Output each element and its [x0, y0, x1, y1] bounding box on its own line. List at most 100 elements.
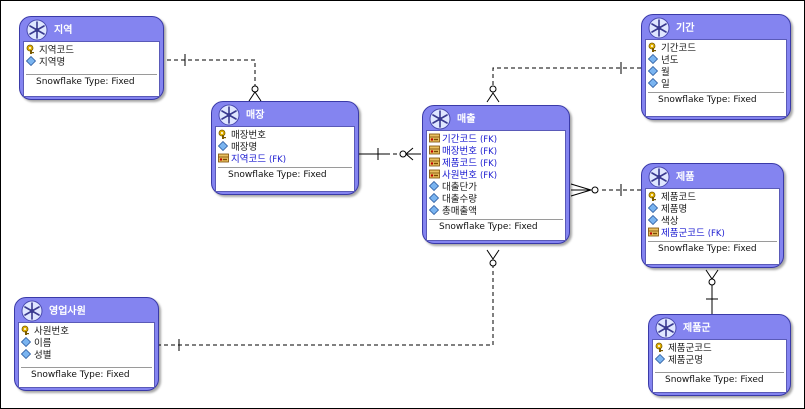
diamond-icon: [655, 354, 666, 364]
divider: [648, 241, 777, 242]
attribute-name: 사원번호: [442, 170, 477, 181]
attribute-name: 성별: [34, 350, 52, 361]
attribute-name: 사원번호: [34, 326, 69, 337]
attribute-name: 지역명: [39, 57, 66, 68]
fk-label: (FK): [479, 171, 498, 181]
attribute-row[interactable]: 일: [648, 78, 786, 90]
attribute-name: 기간코드: [661, 43, 696, 54]
relationship-salesperson-sales[interactable]: [157, 266, 494, 346]
relationship-region-store-many-mark: [248, 91, 262, 102]
entity-footer: Snowflake Type: Fixed: [439, 222, 538, 232]
divider: [655, 372, 784, 373]
attribute-name: 기간코드: [442, 134, 477, 145]
attribute-name: 매장명: [231, 142, 258, 153]
attribute-row[interactable]: 매장번호(FK): [429, 145, 565, 157]
attribute-row[interactable]: 기간코드(FK): [429, 133, 565, 145]
attribute-row[interactable]: 제품명: [648, 203, 779, 215]
entity-title: 제품: [676, 172, 695, 183]
foreign-key-icon: [429, 145, 440, 155]
attribute-name: 매장번호: [231, 130, 266, 141]
attribute-row[interactable]: 매장명: [218, 141, 354, 153]
attribute-row[interactable]: 총매출액: [429, 205, 565, 217]
relationship-salesperson-sales-many-mark: [486, 249, 500, 260]
diamond-icon: [648, 66, 659, 76]
entity-footer: Snowflake Type: Fixed: [228, 170, 327, 180]
relationship-store-sales-zero-mark: [399, 150, 407, 158]
diamond-icon: [429, 193, 440, 203]
relationship-store-sales-many-mark: [405, 147, 421, 161]
diamond-icon: [648, 54, 659, 64]
attribute-row[interactable]: 제품군코드(FK): [648, 227, 779, 239]
attribute-row[interactable]: 제품코드: [648, 191, 779, 203]
attribute-row[interactable]: 년도: [648, 54, 786, 66]
attribute-row[interactable]: 지역명: [26, 56, 159, 68]
entity-footer: Snowflake Type: Fixed: [658, 244, 757, 254]
divider: [648, 92, 784, 93]
relationship-period-sales-zero-mark: [489, 85, 497, 93]
snowflake-icon: [648, 17, 670, 39]
foreign-key-icon: [429, 157, 440, 167]
attribute-name: 지역코드: [231, 154, 266, 165]
relationship-period-sales[interactable]: [492, 67, 641, 86]
diamond-icon: [429, 181, 440, 191]
entity-title: 매장: [246, 110, 265, 121]
attribute-name: 색상: [661, 216, 679, 227]
attribute-row[interactable]: 제품군코드: [655, 342, 786, 354]
snowflake-icon: [218, 104, 240, 126]
attribute-name: 제품코드: [442, 158, 477, 169]
entity-footer: Snowflake Type: Fixed: [658, 95, 757, 105]
relationship-product-sales-many-mark: [570, 183, 593, 197]
entity-title: 매출: [457, 114, 476, 125]
attribute-name: 제품군코드: [668, 343, 712, 354]
attribute-row[interactable]: 이름: [21, 337, 154, 349]
attribute-row[interactable]: 대출단가: [429, 181, 565, 193]
attribute-row[interactable]: 기간코드: [648, 42, 786, 54]
key-icon: [21, 325, 29, 335]
attribute-name: 제품명: [661, 204, 688, 215]
entity-footer: Snowflake Type: Fixed: [665, 375, 764, 385]
attribute-name: 제품군코드: [661, 228, 705, 239]
attribute-row[interactable]: 제품코드(FK): [429, 157, 565, 169]
diamond-icon: [648, 203, 659, 213]
key-icon: [655, 342, 663, 352]
attribute-name: 제품군명: [668, 355, 703, 366]
attribute-row[interactable]: 성별: [21, 349, 154, 361]
fk-label: (FK): [479, 147, 498, 157]
attribute-row[interactable]: 사원번호(FK): [429, 169, 565, 181]
attribute-name: 총매출액: [442, 206, 477, 217]
attribute-row[interactable]: 제품군명: [655, 354, 786, 366]
attribute-row[interactable]: 색상: [648, 215, 779, 227]
divider: [21, 367, 152, 368]
key-icon: [648, 42, 656, 52]
attribute-row[interactable]: 지역코드(FK): [218, 153, 354, 165]
relationship-region-store[interactable]: [160, 59, 256, 86]
attribute-row[interactable]: 사원번호: [21, 325, 154, 337]
key-icon: [218, 129, 226, 139]
snowflake-icon: [648, 166, 670, 188]
attribute-row[interactable]: 매장번호: [218, 129, 354, 141]
attribute-name: 일: [661, 79, 670, 90]
diamond-icon: [648, 215, 659, 225]
attribute-row[interactable]: 월: [648, 66, 786, 78]
fk-label: (FK): [479, 135, 498, 145]
foreign-key-icon: [218, 153, 229, 163]
diamond-icon: [21, 337, 32, 347]
attribute-row[interactable]: 지역코드: [26, 44, 159, 56]
attribute-row[interactable]: 대출수량: [429, 193, 565, 205]
attribute-name: 이름: [34, 338, 52, 349]
attribute-name: 지역코드: [39, 45, 74, 56]
divider: [26, 74, 157, 75]
entity-footer: Snowflake Type: Fixed: [36, 77, 135, 87]
